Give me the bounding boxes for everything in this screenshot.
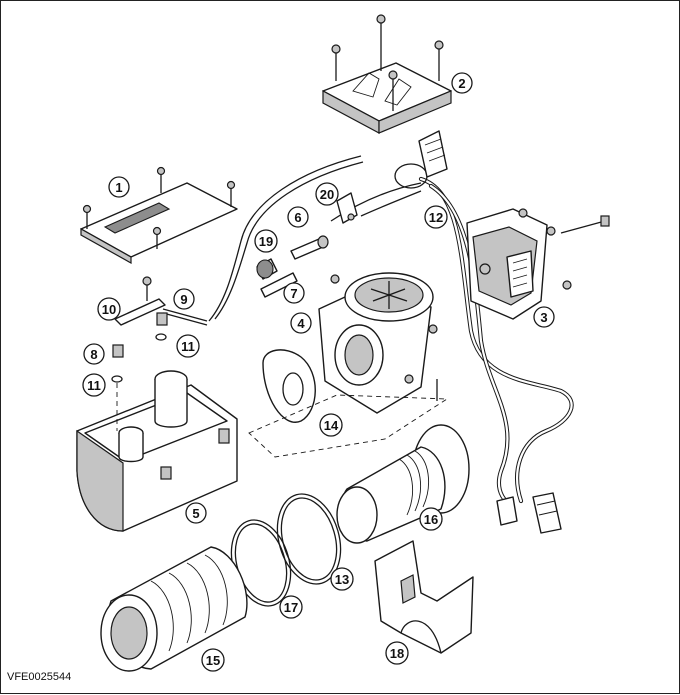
svg-text:20: 20	[320, 187, 334, 202]
callout-18: 18	[385, 641, 409, 665]
callout-20: 20	[315, 182, 339, 206]
small-hardware	[111, 276, 208, 383]
callout-9: 9	[173, 288, 195, 310]
callout-16: 16	[419, 507, 443, 531]
svg-text:17: 17	[284, 600, 298, 615]
electronics-bracket	[466, 208, 610, 320]
callout-5: 5	[185, 502, 207, 524]
svg-text:13: 13	[335, 572, 349, 587]
svg-text:3: 3	[540, 310, 547, 325]
control-unit-cover	[322, 14, 452, 135]
svg-text:8: 8	[90, 347, 97, 362]
callout-2: 2	[451, 72, 473, 94]
callout-15: 15	[201, 648, 225, 672]
svg-text:2: 2	[458, 76, 465, 91]
heat-exchanger-housing	[76, 370, 238, 532]
mounting-bracket	[374, 540, 474, 654]
blower-motor	[318, 272, 438, 414]
svg-text:4: 4	[297, 316, 305, 331]
callout-4: 4	[290, 312, 312, 334]
callout-1: 1	[108, 176, 130, 198]
callout-10: 10	[97, 297, 121, 321]
callout-3: 3	[533, 306, 555, 328]
callout-14: 14	[319, 413, 343, 437]
wiring-harness	[208, 130, 574, 534]
svg-text:18: 18	[390, 646, 404, 661]
svg-text:9: 9	[180, 292, 187, 307]
gasket-plate	[248, 349, 449, 458]
callout-13: 13	[330, 567, 354, 591]
callout-17: 17	[279, 595, 303, 619]
callout-11-lower: 11	[82, 373, 106, 397]
svg-text:16: 16	[424, 512, 438, 527]
svg-text:19: 19	[259, 234, 273, 249]
callout-19: 19	[254, 229, 278, 253]
callout-8: 8	[83, 343, 105, 365]
svg-text:7: 7	[290, 286, 297, 301]
callout-12: 12	[424, 205, 448, 229]
svg-text:14: 14	[324, 418, 339, 433]
svg-text:11: 11	[181, 339, 195, 354]
callout-6: 6	[287, 206, 309, 228]
svg-text:5: 5	[192, 506, 199, 521]
svg-text:10: 10	[102, 302, 116, 317]
svg-text:15: 15	[206, 653, 220, 668]
cover-plate	[80, 166, 238, 265]
burner-tube	[336, 424, 470, 544]
svg-text:12: 12	[429, 210, 443, 225]
svg-text:1: 1	[115, 180, 122, 195]
callout-labels: 1 2 3 4 5 6 7 8 9 10 11 11 12 13 14 15 1…	[82, 72, 555, 672]
sensors-and-fittings	[256, 192, 358, 298]
svg-text:6: 6	[294, 210, 301, 225]
o-rings	[230, 493, 342, 607]
svg-text:11: 11	[87, 378, 101, 393]
figure-code: VFE0025544	[7, 671, 72, 683]
callout-7: 7	[283, 282, 305, 304]
callout-11-upper: 11	[176, 334, 200, 358]
combustion-chamber	[100, 546, 248, 672]
